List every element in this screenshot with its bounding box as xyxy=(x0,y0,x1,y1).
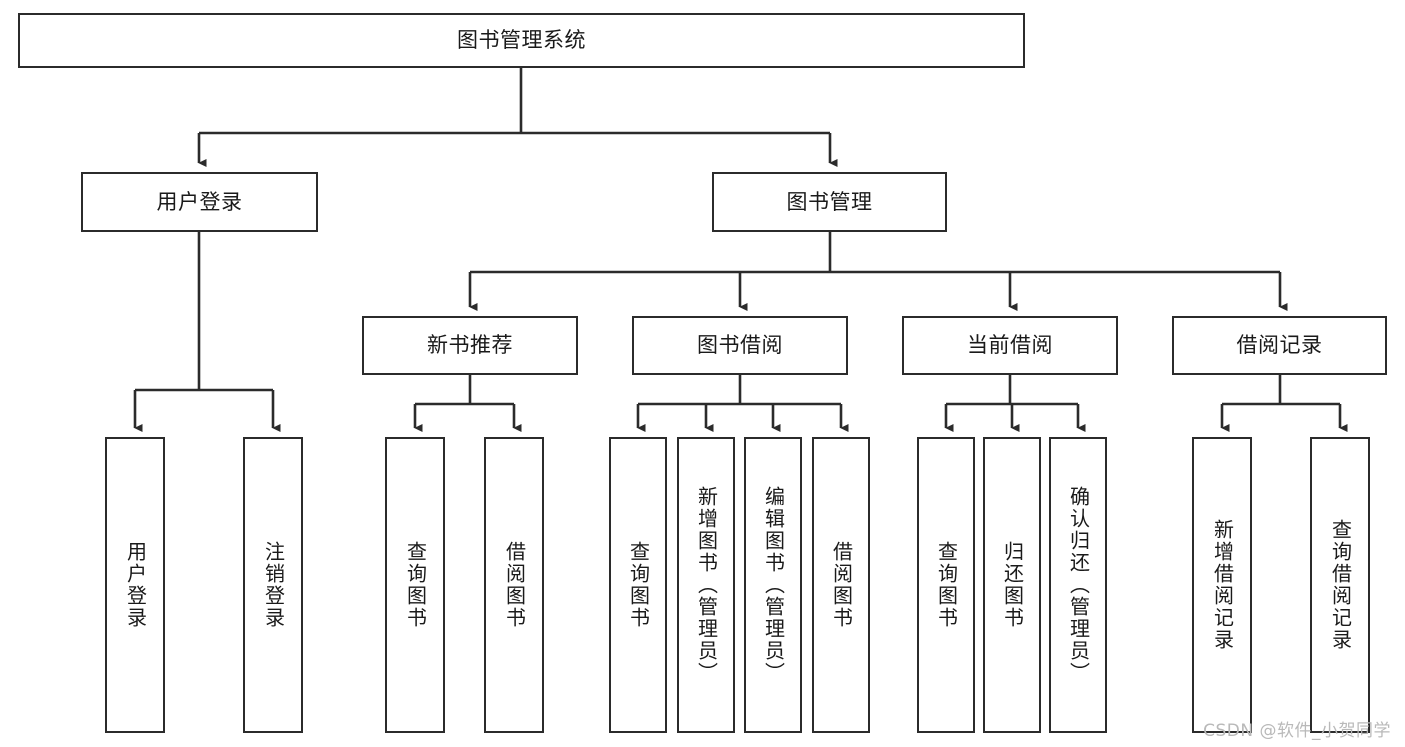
watermark-text: CSDN @软件_小贺同学 xyxy=(1203,721,1391,741)
node-label: 借阅图书 xyxy=(502,541,527,629)
node-leaf-edit-book[interactable]: 编辑图书（管理员） xyxy=(744,437,802,733)
node-leaf-add-borrow-record[interactable]: 新增借阅记录 xyxy=(1192,437,1252,733)
node-label: 查询图书 xyxy=(403,541,428,629)
node-label: 查询图书 xyxy=(626,541,651,629)
node-label: 图书管理 xyxy=(786,189,873,214)
node-current-borrow[interactable]: 当前借阅 xyxy=(902,316,1118,375)
node-label: 图书借阅 xyxy=(697,333,783,358)
node-user-login[interactable]: 用户登录 xyxy=(81,172,318,232)
node-book-manage[interactable]: 图书管理 xyxy=(712,172,947,232)
node-new-book-recommend[interactable]: 新书推荐 xyxy=(362,316,578,375)
node-leaf-add-book[interactable]: 新增图书（管理员） xyxy=(677,437,735,733)
node-label: 图书管理系统 xyxy=(457,28,586,53)
node-leaf-borrow-book-2[interactable]: 借阅图书 xyxy=(812,437,870,733)
node-leaf-query-book-3[interactable]: 查询图书 xyxy=(917,437,975,733)
node-label: 借阅记录 xyxy=(1236,333,1323,358)
node-book-borrow[interactable]: 图书借阅 xyxy=(632,316,848,375)
node-leaf-confirm-return[interactable]: 确认归还（管理员） xyxy=(1049,437,1107,733)
node-root-system[interactable]: 图书管理系统 xyxy=(18,13,1025,68)
node-label: 当前借阅 xyxy=(967,333,1053,358)
node-label: 用户登录 xyxy=(156,189,243,214)
node-label: 新增图书（管理员） xyxy=(694,486,719,684)
node-label: 用户登录 xyxy=(123,541,148,629)
node-borrow-record[interactable]: 借阅记录 xyxy=(1172,316,1387,375)
node-label: 注销登录 xyxy=(261,541,286,629)
node-label: 编辑图书（管理员） xyxy=(761,486,786,684)
node-label: 新书推荐 xyxy=(427,333,513,358)
node-leaf-query-borrow-record[interactable]: 查询借阅记录 xyxy=(1310,437,1370,733)
node-leaf-borrow-book-1[interactable]: 借阅图书 xyxy=(484,437,544,733)
node-label: 查询借阅记录 xyxy=(1328,519,1353,651)
node-label: 借阅图书 xyxy=(829,541,854,629)
node-label: 归还图书 xyxy=(1000,541,1025,629)
node-label: 新增借阅记录 xyxy=(1210,519,1235,651)
node-leaf-return-book[interactable]: 归还图书 xyxy=(983,437,1041,733)
node-leaf-query-book-1[interactable]: 查询图书 xyxy=(385,437,445,733)
node-leaf-user-login[interactable]: 用户登录 xyxy=(105,437,165,733)
node-leaf-query-book-2[interactable]: 查询图书 xyxy=(609,437,667,733)
node-label: 确认归还（管理员） xyxy=(1066,486,1091,684)
node-leaf-user-logout[interactable]: 注销登录 xyxy=(243,437,303,733)
node-label: 查询图书 xyxy=(934,541,959,629)
